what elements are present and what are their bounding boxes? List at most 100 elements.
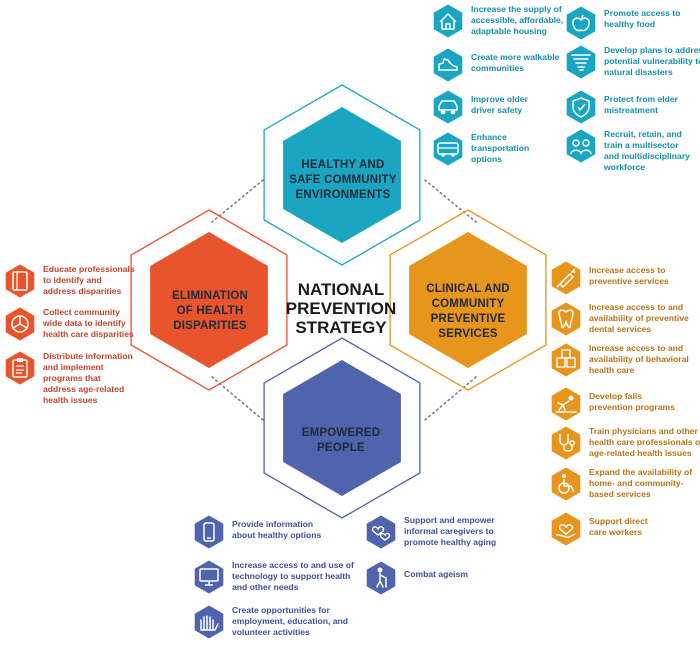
- computer-icon: [194, 560, 224, 594]
- item-text: technology to support health: [232, 571, 351, 581]
- item-text: Increase the supply of: [471, 4, 562, 14]
- list-item: Develop falls prevention programs: [551, 387, 675, 421]
- item-text: accessible, affordable,: [471, 15, 564, 25]
- item-text: Improve older: [471, 94, 528, 104]
- hex-left-title: ELIMINATION OF HEALTH DISPARITIES: [152, 289, 268, 334]
- hex-right-title-line-4: SERVICES: [438, 328, 498, 340]
- syringe-icon: [551, 261, 581, 295]
- item-text: Enhance: [471, 132, 507, 142]
- hands-icon: [194, 605, 224, 639]
- center-title-line-3: STRATEGY: [295, 318, 387, 337]
- boxes-icon-graphic: [551, 343, 581, 377]
- hex-right-fill: [409, 232, 527, 368]
- list-item: Provide information about healthy option…: [194, 515, 321, 549]
- item-text: train a multisector: [604, 140, 679, 150]
- item-text: potential vulnerability to: [604, 56, 700, 66]
- hex-right-title-line-1: CLINICAL AND: [426, 283, 510, 295]
- hearts-icon-graphic: [366, 515, 396, 549]
- item-text: to identify and: [43, 275, 102, 285]
- item-text: address disparities: [43, 286, 122, 296]
- item-text: preventive services: [589, 276, 669, 286]
- item-text: health care professionals on: [589, 437, 700, 447]
- list-item: Increase access to and availability of p…: [551, 302, 689, 336]
- hex-left-outline: [130, 209, 288, 391]
- center-title: NATIONAL PREVENTION STRATEGY: [282, 280, 400, 337]
- hex-bottom-title: EMPOWERED PEOPLE: [283, 426, 399, 456]
- item-text: Create opportunities for: [232, 605, 330, 615]
- item-text: employment, education, and: [232, 616, 349, 626]
- list-item: Increase the supply of accessible, affor…: [433, 4, 563, 38]
- house-icon: [433, 4, 463, 38]
- boxes-icon: [551, 343, 581, 377]
- list-item: Enhance transportation options: [433, 132, 529, 166]
- hex-bottom-title-line-1: EMPOWERED: [301, 427, 381, 439]
- item-text: and multidisciplinary: [604, 151, 690, 161]
- hex-top-fill: [283, 107, 401, 243]
- list-item: Increase access to and availability of b…: [551, 343, 689, 377]
- book-icon-graphic: [5, 264, 35, 298]
- computer-icon-graphic: [194, 560, 224, 594]
- connector-line: [424, 179, 477, 223]
- item-text: Create more walkable: [471, 52, 560, 62]
- stethoscope-icon-graphic: [551, 426, 581, 460]
- item-text: Protect from elder: [604, 94, 679, 104]
- item-text: communities: [471, 63, 525, 73]
- hex-left-title-line-2: OF HEALTH: [176, 305, 244, 317]
- list-item: Promote access to healthy food: [566, 6, 680, 40]
- connector-line: [211, 179, 264, 223]
- item-text: Train physicians and other: [589, 426, 698, 436]
- list-item: Improve older driver safety: [433, 90, 528, 124]
- car-icon: [433, 90, 463, 124]
- hex-left-title-line-3: DISPARITIES: [173, 320, 247, 332]
- item-text: Provide information: [232, 519, 314, 529]
- item-text: Increase access to: [589, 265, 666, 275]
- hex-top-title: HEALTHY AND SAFE COMMUNITY ENVIRONMENTS: [283, 158, 403, 203]
- item-text: and implement: [43, 362, 104, 372]
- list-item: Create opportunities for employment, edu…: [194, 605, 348, 639]
- list-item: Collect community wide data to identify …: [5, 307, 134, 341]
- item-text: dental services: [589, 324, 652, 334]
- workforce-icon: [566, 129, 596, 163]
- item-text: options: [471, 154, 503, 164]
- pie-chart-icon-graphic: [5, 307, 35, 341]
- elder-icon: [366, 561, 396, 595]
- item-text: Develop falls: [589, 391, 643, 401]
- pie-chart-icon: [5, 307, 35, 341]
- hex-right-outline: [389, 209, 547, 391]
- tooth-icon: [551, 302, 581, 336]
- list-item: Increase access to and use of technology…: [194, 560, 354, 594]
- item-text: based services: [589, 489, 651, 499]
- hex-left-fill: [150, 232, 268, 368]
- fall-icon: [551, 387, 581, 421]
- phone-icon: [194, 515, 224, 549]
- item-text: adaptable housing: [471, 26, 547, 36]
- tooth-icon-graphic: [551, 302, 581, 336]
- hex-top-title-line-3: ENVIRONMENTS: [295, 189, 391, 201]
- item-text: address age-related: [43, 384, 125, 394]
- clipboard-icon-graphic: [5, 351, 35, 385]
- hex-bottom-title-line-2: PEOPLE: [317, 442, 365, 454]
- item-text: Support direct: [589, 516, 648, 526]
- list-item: Distribute information and implement pro…: [5, 351, 133, 406]
- item-text: healthy food: [604, 19, 656, 29]
- tornado-icon: [566, 45, 596, 79]
- list-item: Support direct care workers: [551, 512, 648, 546]
- hex-top-title-line-1: HEALTHY AND: [301, 159, 385, 171]
- item-text: home- and community-: [589, 478, 684, 488]
- item-text: informal caregivers to: [404, 526, 494, 536]
- house-icon-graphic: [433, 4, 463, 38]
- book-icon: [5, 264, 35, 298]
- hearts-icon: [366, 515, 396, 549]
- list-item: Educate professionals to identify and ad…: [5, 264, 135, 298]
- phone-icon-graphic: [194, 515, 224, 549]
- item-text: prevention programs: [589, 402, 675, 412]
- hex-right-title-line-2: COMMUNITY: [431, 298, 505, 310]
- item-text: health issues: [43, 395, 98, 405]
- hex-top-title-line-2: SAFE COMMUNITY: [289, 174, 397, 186]
- shoe-icon-graphic: [433, 48, 463, 82]
- item-text: Educate professionals: [43, 264, 135, 274]
- item-text: Recruit, retain, and: [604, 129, 682, 139]
- item-text: Support and empower: [404, 515, 495, 525]
- hex-bottom-fill: [283, 360, 401, 496]
